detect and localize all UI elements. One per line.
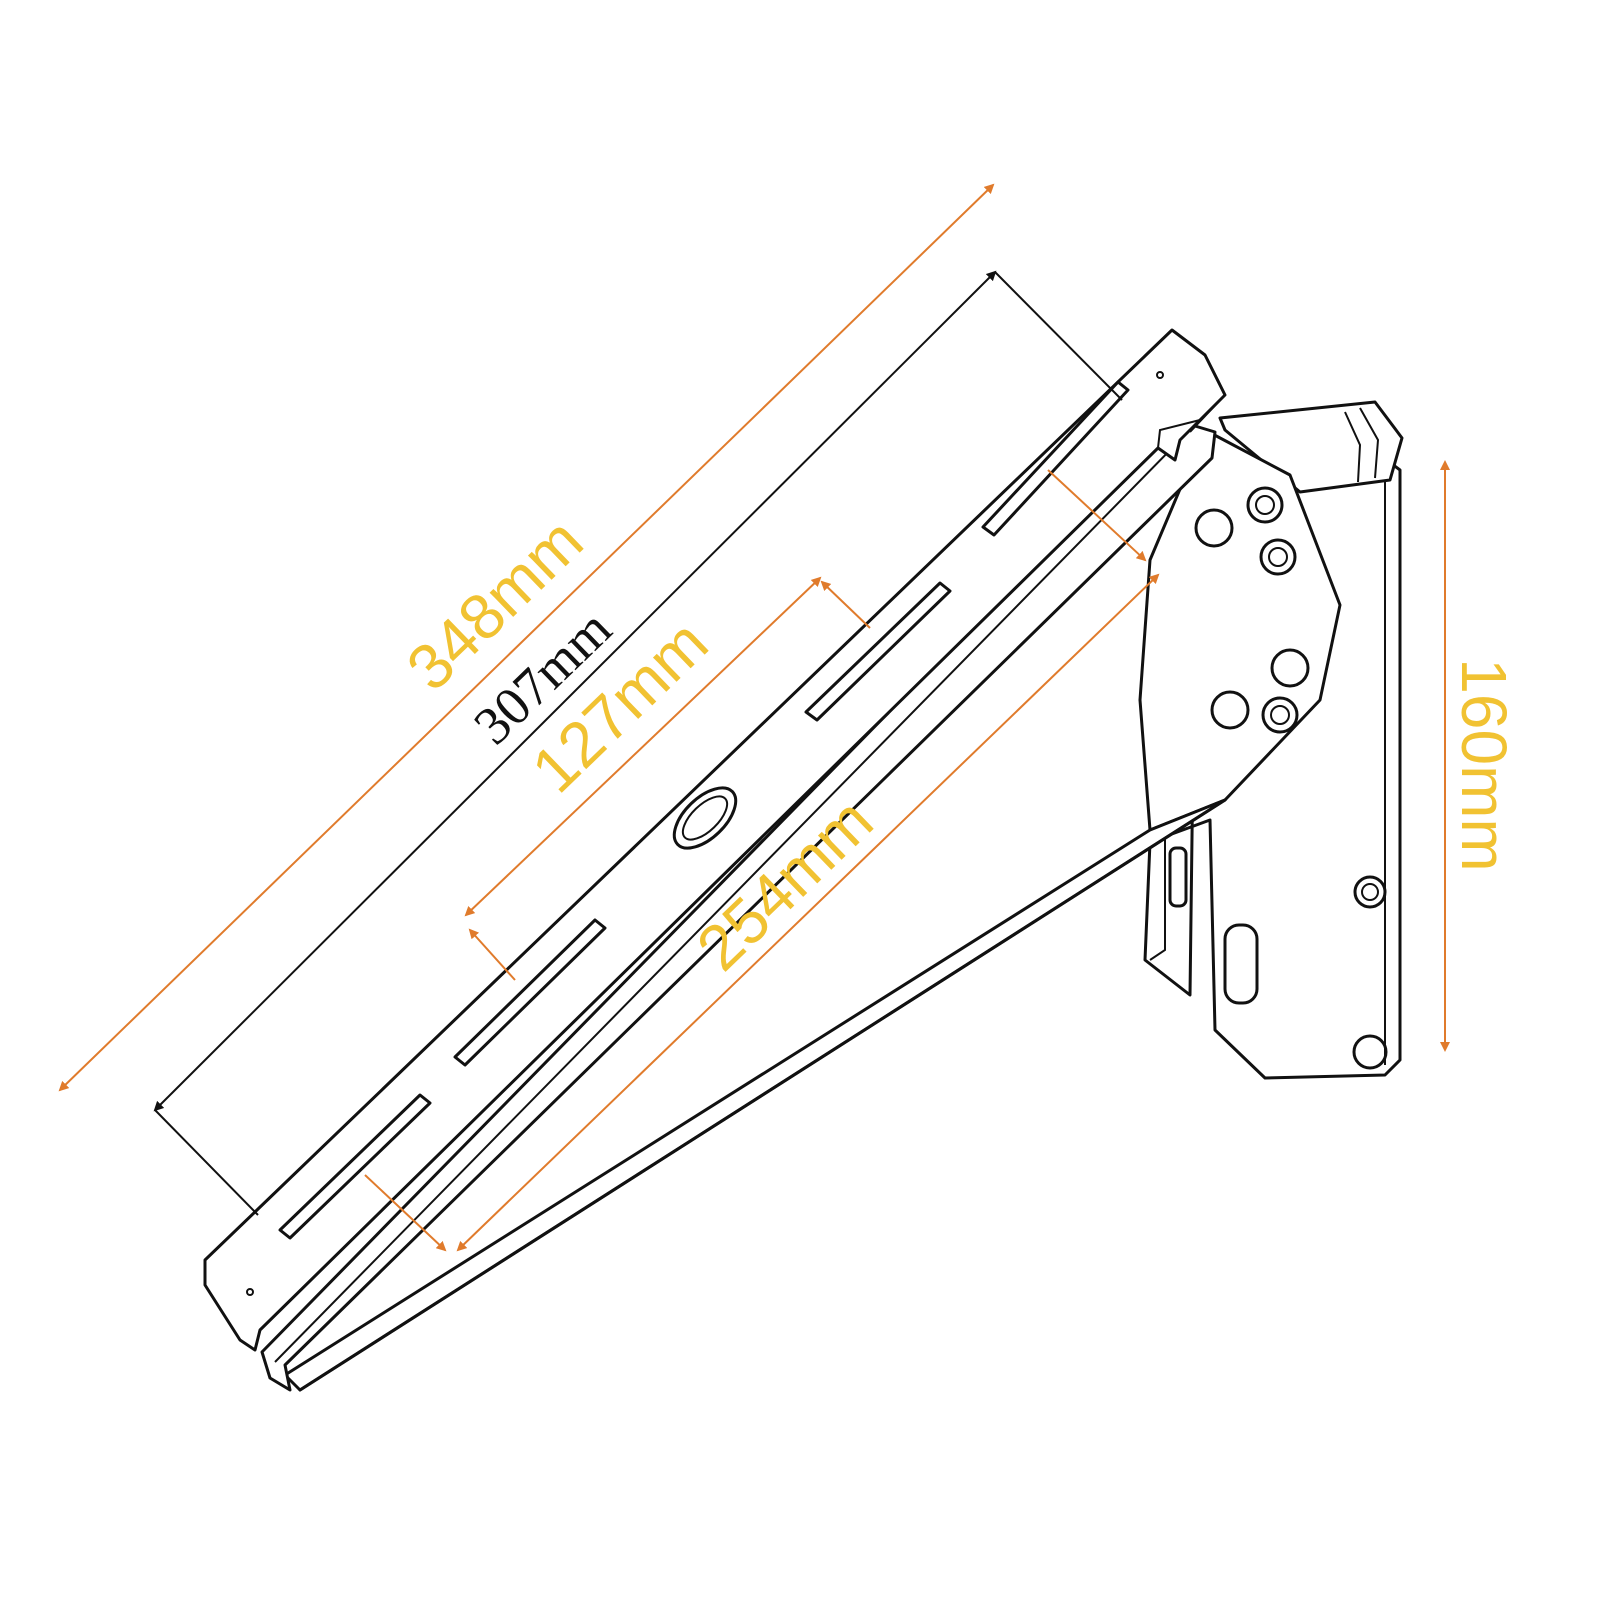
label-160: 160mm [1448,658,1520,871]
pivot-bolt-1 [1246,486,1284,524]
pivot-bolt-2-inner [1268,547,1288,567]
ext-arrow-127-top [820,580,871,629]
hinge-knuckle [1344,407,1380,483]
arm-plate-edge-b [1189,354,1227,433]
arm-pin-bottom [246,1288,254,1296]
ext-arrow-254-top [1047,469,1147,562]
pivot-hole-1 [1194,508,1234,548]
ext-arrow-254-bottom [364,1174,447,1252]
pivot-hole-3 [1210,690,1250,730]
dimension-lines [58,183,1450,1252]
arm-plate-edge-c [1157,419,1201,449]
pivot-bolt-3 [1261,696,1299,734]
wall-plate-screw-top-inner [1361,883,1379,901]
pivot-bolt-3-inner [1270,705,1290,725]
ext-arrow-127-bottom [468,928,516,981]
ext-line-307-top [994,271,1123,401]
pivot-hole-2 [1270,648,1310,688]
wall-plate-slot [1223,923,1259,1005]
wall-plate-tab [1168,846,1188,908]
pivot-bolt-2 [1259,538,1297,576]
dim-line-254 [456,573,1160,1252]
ext-line-307-bottom [154,1109,259,1216]
arm-plate [203,328,1227,1352]
pivot-bolt-1-inner [1255,495,1275,515]
arm-pin-top [1156,371,1164,379]
hinge-top [1218,400,1404,494]
wall-plate-screw-top [1353,875,1387,909]
wall-plate-hole-bottom [1352,1034,1388,1070]
